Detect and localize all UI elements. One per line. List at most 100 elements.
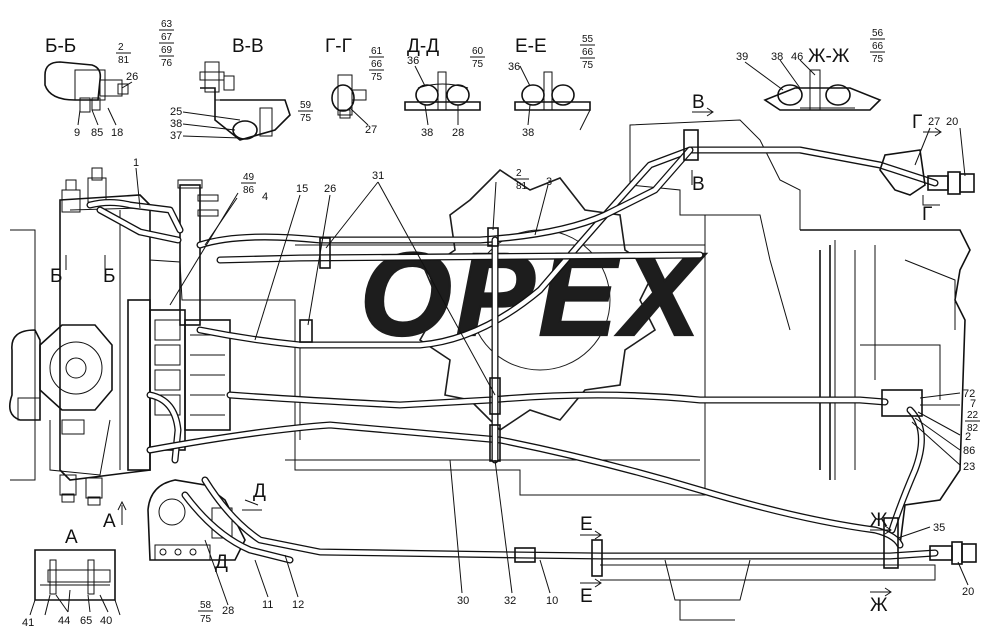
section-title-zhzh: Ж-Ж: [808, 46, 850, 67]
svg-text:58: 58: [200, 600, 212, 611]
svg-text:61: 61: [371, 46, 383, 57]
svg-text:75: 75: [300, 113, 312, 124]
svg-text:60: 60: [472, 46, 484, 57]
fraction-boxes: 2 81 63 67 69 76 61 66 75 60 75: [116, 19, 980, 625]
fraction-bb: 2 81: [116, 42, 131, 66]
label-2: 2: [965, 431, 971, 443]
cut-mark-a: А: [103, 511, 116, 532]
gear-icon: [418, 168, 657, 432]
label-a-41: 41: [22, 617, 34, 629]
svg-text:59: 59: [300, 100, 312, 111]
svg-text:22: 22: [967, 410, 979, 421]
label-bb-85: 85: [91, 127, 103, 139]
label-a-40: 40: [100, 615, 112, 627]
svg-text:2: 2: [516, 168, 522, 179]
section-title-gg: Г-Г: [325, 36, 352, 57]
label-4: 4: [262, 191, 268, 203]
label-dd-36: 36: [407, 55, 419, 67]
label-bb-9: 9: [74, 127, 80, 139]
section-title-a: А: [65, 527, 78, 548]
pipe-line-inner: [182, 492, 293, 563]
section-vv-detail: [199, 61, 291, 141]
pipe-line: [201, 476, 939, 560]
pipe-line-inner: [87, 200, 183, 233]
cut-mark-letters: Б Б А В В Г Г Д Д Е Е Ж Ж: [50, 92, 932, 616]
label-3: 3: [546, 176, 552, 188]
svg-text:67: 67: [161, 32, 173, 43]
leader-lines: [44, 59, 969, 616]
svg-text:86: 86: [243, 185, 255, 196]
fraction-2-81-main: 2 81: [514, 168, 529, 192]
pipe-line-inner: [197, 147, 693, 248]
svg-text:66: 66: [872, 41, 884, 52]
label-10: 10: [546, 595, 558, 607]
label-gg-27: 27: [365, 124, 377, 136]
fraction-ee: 55 66 75: [580, 34, 595, 71]
svg-text:56: 56: [872, 28, 884, 39]
cut-mark-arrows: [65, 107, 942, 597]
label-26: 26: [324, 183, 336, 195]
label-32: 32: [504, 595, 516, 607]
fraction-dd: 60 75: [470, 46, 485, 70]
svg-text:63: 63: [161, 19, 173, 30]
fraction-49-86: 49 86: [241, 172, 256, 196]
svg-text:66: 66: [371, 59, 383, 70]
svg-text:75: 75: [872, 54, 884, 65]
label-12: 12: [292, 599, 304, 611]
svg-text:75: 75: [582, 60, 594, 71]
fraction-vv: 63 67 69 76: [159, 19, 174, 69]
label-ee-36: 36: [508, 61, 520, 73]
label-a-65: 65: [80, 615, 92, 627]
label-27: 27: [928, 116, 940, 128]
label-15: 15: [296, 183, 308, 195]
section-dd-detail: [404, 71, 481, 111]
svg-text:49: 49: [243, 172, 255, 183]
pipe-line-inner: [97, 207, 181, 243]
section-titles: Б-Б В-В Г-Г Д-Д Е-Е Ж-Ж А: [45, 36, 850, 548]
label-86: 86: [963, 445, 975, 457]
label-zh-46: 46: [791, 51, 803, 63]
label-zh-39: 39: [736, 51, 748, 63]
label-31: 31: [372, 170, 384, 182]
svg-text:75: 75: [200, 614, 212, 625]
cut-mark-zh-top: Ж: [870, 510, 888, 531]
label-23: 23: [963, 461, 975, 473]
label-20-bottom: 20: [962, 586, 974, 598]
label-bb-18: 18: [111, 127, 123, 139]
section-title-dd: Д-Д: [407, 36, 439, 57]
label-72: 72: [963, 388, 975, 400]
pipe-line-inner: [889, 407, 924, 533]
label-vv-38: 38: [170, 118, 182, 130]
cut-mark-g-bottom: Г: [922, 204, 932, 225]
section-title-vv: В-В: [232, 36, 264, 57]
label-1: 1: [133, 157, 139, 169]
label-35: 35: [933, 522, 945, 534]
cut-mark-d-top: Д: [253, 481, 266, 502]
section-zhzh-detail: [763, 69, 882, 111]
cut-mark-d-bottom: Д: [215, 552, 228, 573]
label-28: 28: [222, 605, 234, 617]
pipe-line-inner: [202, 477, 938, 559]
fraction-22-82: 22 82: [965, 410, 980, 434]
section-title-ee: Е-Е: [515, 36, 547, 57]
mounting-bracket: [147, 479, 246, 561]
section-a-detail: [29, 549, 121, 616]
svg-text:81: 81: [516, 181, 528, 192]
fraction-58-75: 58 75: [198, 600, 213, 625]
label-zh-38: 38: [771, 51, 783, 63]
label-vv-25: 25: [170, 106, 182, 118]
section-bb-detail: [44, 61, 129, 113]
cut-mark-v-bottom: В: [692, 174, 705, 195]
engine-body-outline: [10, 119, 971, 621]
label-vv-37: 37: [170, 130, 182, 142]
cut-mark-g-top: Г: [912, 112, 922, 133]
cut-mark-b-left: Б: [50, 266, 62, 287]
cut-mark-e-bottom: Е: [580, 586, 593, 607]
svg-text:2: 2: [118, 42, 124, 53]
pipe-line-inner: [217, 252, 703, 263]
label-7: 7: [970, 398, 976, 410]
label-30: 30: [457, 595, 469, 607]
section-gg-detail: [331, 74, 367, 119]
